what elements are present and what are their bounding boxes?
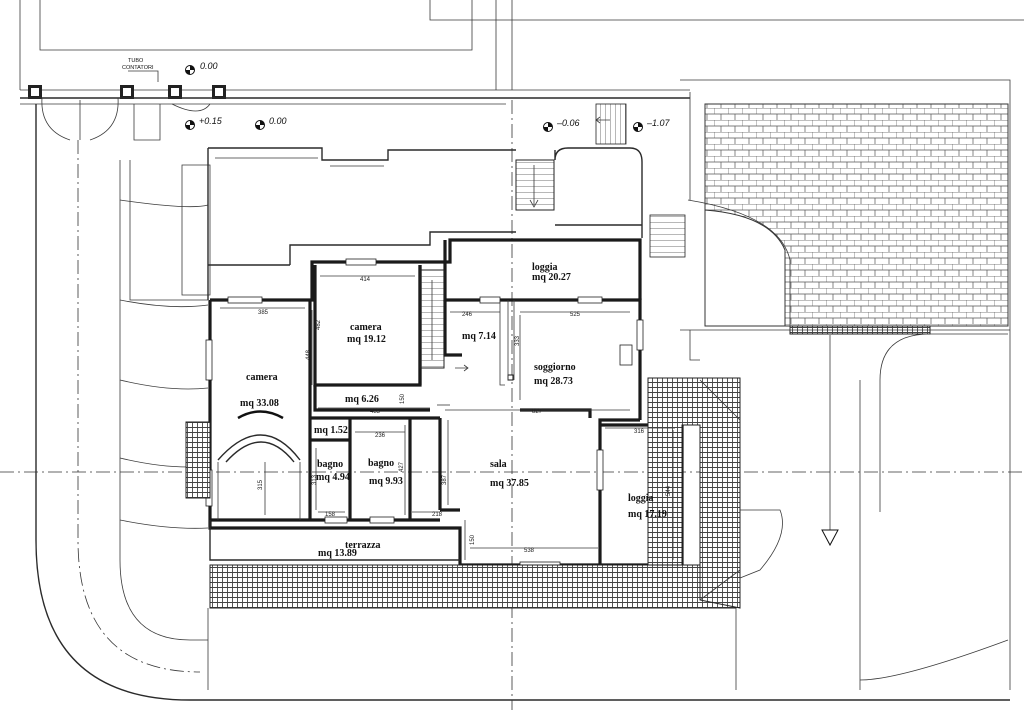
arch-feature <box>217 410 301 520</box>
gate-swings <box>41 97 211 141</box>
entrance-stairs <box>515 159 555 211</box>
partition-line <box>507 300 515 380</box>
dimension-label: 315 <box>258 479 264 490</box>
room-area: mq 13.89 <box>318 548 357 559</box>
dimension-label: 387 <box>442 474 448 485</box>
dimension-label: 316 <box>634 429 645 435</box>
dimension-label: 150 <box>400 393 406 404</box>
building-perimeter <box>207 147 643 300</box>
room-area: mq 6.26 <box>345 394 379 405</box>
room-name: bagno <box>317 459 343 470</box>
dimension-label: 246 <box>462 312 473 318</box>
dimension-label: 482 <box>316 319 322 330</box>
room-name: loggia <box>532 262 558 273</box>
level-marker <box>185 65 195 75</box>
dimension-label: 313 <box>312 474 318 485</box>
room-name: camera <box>350 322 382 333</box>
right-stairs <box>649 214 686 258</box>
level-marker <box>185 120 195 130</box>
room-name: sala <box>490 459 507 470</box>
tubo-label-2: CONTATORI <box>122 65 154 71</box>
dimension-label: 218 <box>432 512 443 518</box>
room-name: bagno <box>368 458 394 469</box>
dimension-label: 158 <box>325 512 336 518</box>
level-markers: 0.00 +0.15 0.00 –0.06 –1.07 <box>185 61 671 132</box>
dimension-label: 333 <box>515 335 521 346</box>
level-marker <box>543 122 553 132</box>
pillar-right <box>689 330 700 361</box>
right-paving <box>680 79 1011 690</box>
column-mark <box>507 374 514 381</box>
dimension-label: 544 <box>666 485 672 496</box>
walls <box>208 238 684 567</box>
dimension-label: 427 <box>399 461 405 472</box>
tubo-leader <box>128 70 159 82</box>
room-area: mq 33.08 <box>240 398 279 409</box>
tubo-label-1: TUBO <box>128 58 144 64</box>
room-area: mq 37.85 <box>490 478 529 489</box>
room-area: mq 19.12 <box>347 334 386 345</box>
driveway <box>35 104 1010 701</box>
room-area: mq 4.94 <box>316 472 350 483</box>
dimension-label: 236 <box>375 433 386 439</box>
room-area: mq 7.14 <box>462 331 496 342</box>
stairs-arrow <box>529 165 539 208</box>
level-label: 0.00 <box>269 116 287 126</box>
gate-posts <box>28 85 226 99</box>
upper-boundary <box>19 0 1024 91</box>
level-marker <box>633 122 643 132</box>
dimension-label: 414 <box>360 277 371 283</box>
dimension-label: 150 <box>470 534 476 545</box>
right-roof <box>647 377 741 609</box>
roof-ridge <box>699 379 741 601</box>
room-area: mq 28.73 <box>534 376 573 387</box>
dimension-label: 538 <box>524 548 535 554</box>
room-name: terrazza <box>345 540 381 551</box>
bottom-roof <box>209 564 737 609</box>
room-area: mq 9.93 <box>369 476 403 487</box>
dimension-label: 385 <box>258 310 269 316</box>
level-label: 0.00 <box>200 61 218 71</box>
room-name: soggiorno <box>534 362 576 373</box>
room-area: mq 20.27 <box>532 272 571 283</box>
dimension-label: 448 <box>306 349 312 360</box>
dimension-label: 485 <box>370 409 381 415</box>
left-roof <box>185 421 211 499</box>
entry-arrow <box>455 364 469 372</box>
side-stairs-arrow <box>595 116 610 124</box>
side-stairs <box>595 103 627 145</box>
dimension-label: 827 <box>532 409 543 415</box>
room-name: loggia <box>628 493 654 504</box>
level-label: +0.15 <box>199 116 223 126</box>
dimension-lines <box>220 275 675 560</box>
right-step <box>739 509 783 579</box>
level-label: –1.07 <box>646 118 671 128</box>
level-label: –0.06 <box>556 118 580 128</box>
room-name: camera <box>246 372 278 383</box>
room-area: mq 1.52 <box>314 425 348 436</box>
room-area: mq 17.19 <box>628 509 667 520</box>
dimension-label: 525 <box>570 312 581 318</box>
level-marker <box>255 120 265 130</box>
